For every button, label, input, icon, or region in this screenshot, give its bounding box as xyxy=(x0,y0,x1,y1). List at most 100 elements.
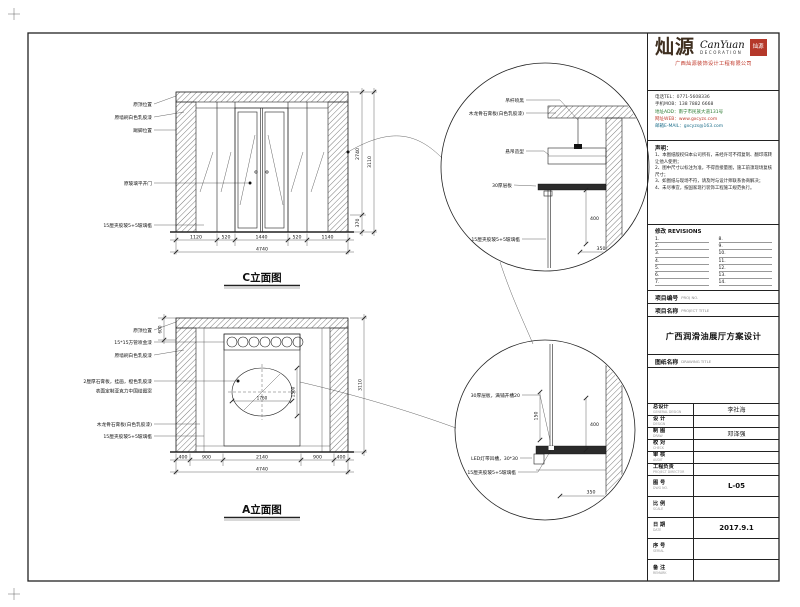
project-number-row: 项目编号 PROJ NO. xyxy=(648,291,779,304)
detail-top-dim-400: 400 xyxy=(590,216,599,222)
drawing-name-box xyxy=(648,368,779,404)
dt-label-glass: 15厘夹胶玻5+5玻璃槛 xyxy=(471,236,520,243)
revision-row: 1. xyxy=(655,236,709,244)
contact-line: 邮箱E-MAIL：gxcyzs@163.com xyxy=(655,124,724,130)
registration-marks xyxy=(8,8,20,600)
contact-line: 地址ADD：南宁市民族大道131号 xyxy=(655,109,724,115)
c-label-door: 原玻璃平开门 xyxy=(124,180,152,187)
drawing-number: L-05 xyxy=(727,482,746,490)
svg-text:4740: 4740 xyxy=(256,246,268,252)
revision-row: 14. xyxy=(718,279,772,287)
svg-text:400: 400 xyxy=(179,454,188,460)
svg-text:1760: 1760 xyxy=(257,395,268,400)
detail-top: 400 350 吊杆喷黑 木龙骨石膏板(白色乳胶漆) 悬吊造型 30厚层板 15… xyxy=(440,62,650,272)
db-dim-400: 400 xyxy=(590,422,599,428)
c-label-wall: 原墙刷白色乳胶漆 xyxy=(114,114,152,121)
a-label-board1: 2厘厚石膏板，挂画，橙色乳胶漆 xyxy=(83,378,152,385)
statement-title: 声明： xyxy=(655,146,672,152)
titleblock-revisions: 修改 REVISIONS 1. 8. 2. 9. 3. 10. 4. 11. 5… xyxy=(648,225,779,291)
revision-row: 4. xyxy=(655,258,709,265)
svg-text:1140: 1140 xyxy=(322,234,334,240)
brand-name-en: CanYuan xyxy=(700,39,745,51)
svg-text:3110: 3110 xyxy=(367,156,373,168)
titleblock-contact: 电话TEL：0771-5608336 手机MOB：138 7882 6668 地… xyxy=(648,91,779,141)
db-dim-150: 150 xyxy=(534,412,540,421)
contact-line: 电话TEL：0771-5608336 xyxy=(655,95,710,100)
c-dim-bottom: 1120 520 1440 520 1140 4740 xyxy=(170,233,354,255)
a-label-gypsum: 木龙骨石膏板(白色乳胶漆) xyxy=(97,421,152,428)
detail-bottom: 150 400 350 30厚层板，满铺开槽20 LED灯带凹槽，30*30 1… xyxy=(454,339,636,521)
svg-text:2740: 2740 xyxy=(355,148,361,160)
a-label-wall: 原墙刷白色乳胶漆 xyxy=(114,352,152,359)
revision-row: 12. xyxy=(718,265,772,272)
project-title-row: 项目名称 PROJECT TITLE xyxy=(648,304,779,317)
svg-text:520: 520 xyxy=(222,234,231,240)
a-label-board2: 表面定制亚克力中国结图案 xyxy=(96,388,153,395)
project-name: 广西润滑油展厅方案设计 xyxy=(648,317,779,355)
revision-row: 2. xyxy=(655,243,709,251)
detail-connectors xyxy=(299,135,534,429)
elevation-a-title: A立面图 xyxy=(242,503,282,516)
svg-text:900: 900 xyxy=(313,454,322,460)
dt-label-rod: 吊杆喷黑 xyxy=(505,97,524,104)
c-dim-right: 2740 370 3110 xyxy=(350,88,377,236)
contact-line: 手机MOB：138 7882 6668 xyxy=(655,102,714,108)
elevation-c: 原顶位置 原墙刷白色乳胶漆 踢脚位置 原玻璃平开门 15厘夹胶玻5+5玻璃槛 1… xyxy=(103,88,377,289)
revision-row: 8. xyxy=(718,236,772,244)
dt-label-gypsum: 木龙骨石膏板(白色乳胶漆) xyxy=(469,110,524,117)
db-label-led: LED灯带凹槽，30*30 xyxy=(471,455,518,462)
revisions-title: 修改 REVISIONS xyxy=(655,229,702,235)
c-label-ceiling: 原顶位置 xyxy=(133,101,152,108)
contact-line: 网址WEB：www.gxcyzs.com xyxy=(655,116,718,122)
titleblock: 灿源 CanYuan DECORATION 灿源 广西灿源装饰设计工程有限公司 … xyxy=(647,33,779,581)
revision-row: 9. xyxy=(718,243,772,251)
revision-row: 11. xyxy=(718,258,772,265)
a-label-tube: 15*15方管喷金漆 xyxy=(114,339,152,346)
a-dim-bottom: 400 900 2140 900 400 4740 xyxy=(170,453,354,475)
revision-row: 6. xyxy=(655,272,709,280)
svg-text:1440: 1440 xyxy=(256,234,268,240)
titleblock-logo: 灿源 CanYuan DECORATION 灿源 广西灿源装饰设计工程有限公司 xyxy=(648,33,779,91)
svg-text:600: 600 xyxy=(158,325,163,333)
elevation-c-title: C立面图 xyxy=(242,271,281,284)
svg-text:400: 400 xyxy=(337,454,346,460)
brand-subtitle: DECORATION xyxy=(700,49,743,55)
sheet-border xyxy=(27,32,780,582)
company-seal-icon: 灿源 xyxy=(749,39,767,56)
svg-text:4740: 4740 xyxy=(256,466,268,472)
revision-row: 7. xyxy=(655,279,709,287)
svg-text:1120: 1120 xyxy=(190,234,202,240)
svg-text:3110: 3110 xyxy=(358,379,364,391)
revision-row: 10. xyxy=(718,250,772,258)
db-dim-350: 350 xyxy=(587,490,596,496)
a-label-ceiling: 原顶位置 xyxy=(133,327,152,334)
company-name: 广西灿源装饰设计工程有限公司 xyxy=(675,61,752,67)
dt-label-hanging: 悬吊造型 xyxy=(505,148,524,155)
svg-text:370: 370 xyxy=(355,219,361,228)
a-label-glass: 15厘夹胶玻5+5玻璃槛 xyxy=(103,433,152,440)
revision-row: 13. xyxy=(718,272,772,280)
detail-top-dim-350: 350 xyxy=(597,246,606,252)
a-dim-left: 600 xyxy=(158,314,176,344)
elevation-a: 1760 1300 原顶位置 15*15方管喷金漆 原墙刷白色乳胶漆 2厘厚石膏… xyxy=(83,314,367,521)
titleblock-statement: 声明： 1、本图纸版权归本公司所有，未经许可不得复制、翻印或转让他人使用； 2、… xyxy=(648,141,779,225)
revision-row: 3. xyxy=(655,250,709,258)
drawing-title-row: 图纸名称 DRAWING TITLE xyxy=(648,355,779,368)
db-label-glass: 15厘夹胶玻5+5玻璃槛 xyxy=(467,469,516,476)
a-dim-ellipse: 1760 1300 xyxy=(229,365,300,419)
a-dim-right: 3110 xyxy=(350,314,367,456)
c-label-glass: 15厘夹胶玻5+5玻璃槛 xyxy=(103,222,152,229)
